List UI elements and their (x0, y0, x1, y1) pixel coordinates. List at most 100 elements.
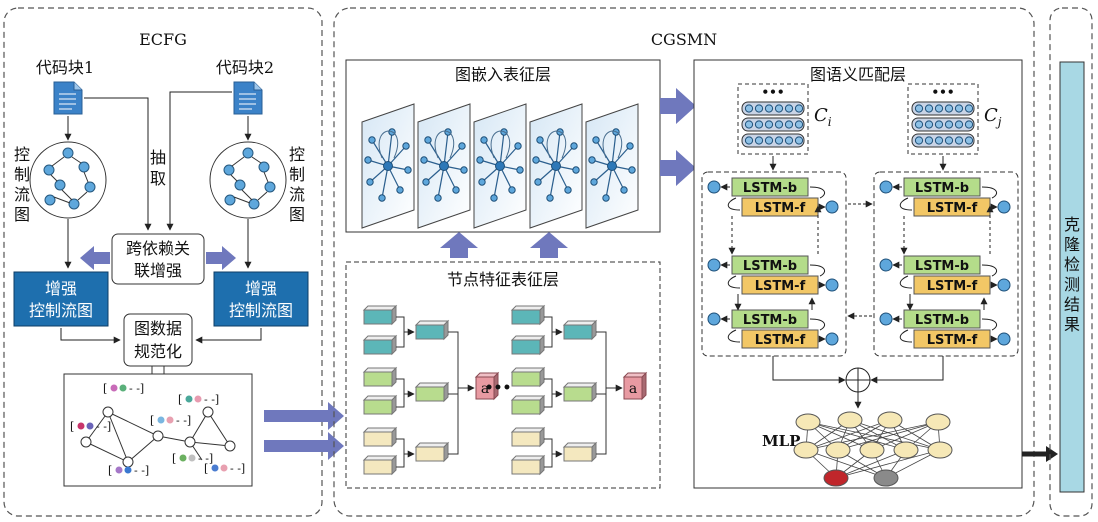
svg-text:控制流图: 控制流图 (29, 301, 93, 320)
hidden-state-node (707, 312, 721, 326)
ci-token-box: ••• (737, 83, 809, 155)
lstm-f-cell: LSTM-f (741, 329, 819, 349)
ecfg-panel (3, 7, 323, 517)
svg-text:规范化: 规范化 (134, 342, 182, 361)
feature-cube (510, 334, 546, 356)
hidden-state-node (707, 180, 721, 194)
svg-text:LSTM-f: LSTM-f (755, 201, 806, 216)
enhanced-cfg-left (13, 271, 109, 327)
svg-text:[: [ (108, 464, 112, 477)
lstm-group-left (701, 171, 847, 357)
feature-cube (414, 441, 450, 463)
mlp-network (793, 411, 953, 487)
feature-cube (562, 319, 598, 341)
node-feature-layer (345, 261, 661, 489)
normalized-graph: [- -] [- -] [- -] [- -] [- -] [- -] [- -… (63, 373, 253, 487)
svg-text:[: [ (178, 393, 182, 406)
lstm-b-cell: LSTM-b (903, 309, 981, 329)
svg-text:流: 流 (289, 185, 305, 204)
feature-cube (362, 304, 398, 326)
graph-embedding-panels (361, 103, 639, 229)
svg-text:LSTM-f: LSTM-f (927, 333, 978, 348)
block-arrow-to-semantic (660, 88, 696, 124)
feature-cube (510, 454, 546, 476)
svg-text:[: [ (103, 382, 107, 395)
svg-text:抽: 抽 (150, 148, 166, 167)
lstm-f-cell: LSTM-f (741, 275, 819, 295)
lstm-b-cell: LSTM-b (731, 309, 809, 329)
lstm-b-cell: LSTM-b (731, 177, 809, 197)
code-block-1-label: 代码块1 (36, 58, 94, 77)
feature-cube (414, 381, 450, 403)
block-arrow-to-semantic (660, 150, 696, 186)
svg-text:LSTM-b: LSTM-b (915, 259, 969, 274)
lstm-f-cell: LSTM-f (741, 197, 819, 217)
feature-cube (510, 366, 546, 388)
aggregate-node: a (474, 371, 500, 401)
hidden-state-node (997, 332, 1011, 346)
hidden-state-node (825, 278, 839, 292)
code-block-2-label: 代码块2 (216, 58, 274, 77)
feature-cube (362, 454, 398, 476)
embedding-panel (473, 103, 527, 229)
svg-text:LSTM-b: LSTM-b (743, 259, 797, 274)
feature-cube (510, 426, 546, 448)
svg-text:取: 取 (150, 169, 166, 188)
lstm-b-cell: LSTM-b (731, 255, 809, 275)
cfg-left-vertical-label: 控 制 流 图 (14, 145, 30, 224)
hidden-state-node (879, 312, 893, 326)
svg-text:结: 结 (1064, 295, 1080, 314)
embedding-panel (585, 103, 639, 229)
semantic-matching-title: 图语义匹配层 (810, 65, 906, 84)
enhanced-cfg-right (213, 271, 309, 327)
graph-normalize-box (123, 313, 193, 367)
svg-text:[: [ (70, 420, 74, 433)
ci-label: Ci (814, 105, 832, 129)
svg-text:制: 制 (289, 165, 305, 184)
aggregate-node: a (622, 371, 648, 401)
cross-dependency-enhance-box (111, 233, 205, 285)
svg-text:克: 克 (1064, 215, 1080, 234)
svg-text:LSTM-f: LSTM-f (755, 279, 806, 294)
svg-text:图: 图 (289, 205, 305, 224)
cfg-right-vertical-label: 控 制 流 图 (289, 145, 305, 224)
block-arrow-up (440, 232, 478, 258)
mlp-label: MLP (762, 432, 800, 450)
svg-text:检: 检 (1064, 255, 1080, 274)
cj-label: Cj (984, 105, 1002, 129)
node-feature-title: 节点特征表征层 (447, 270, 559, 289)
cgsmn-title: CGSMN (651, 30, 717, 49)
svg-text:控制流图: 控制流图 (229, 301, 293, 320)
svg-text:图数据: 图数据 (134, 319, 182, 338)
hidden-state-node (879, 180, 893, 194)
hidden-state-node (825, 332, 839, 346)
block-arrow-left (80, 246, 110, 270)
embedding-panel (417, 103, 471, 229)
feature-cube (362, 426, 398, 448)
lstm-b-cell: LSTM-b (903, 255, 981, 275)
svg-text:跨依赖关: 跨依赖关 (126, 239, 190, 258)
node-feature-ellipsis: ••• (485, 380, 512, 396)
svg-text:- -]: - -] (176, 414, 191, 427)
svg-text:- -]: - -] (129, 382, 144, 395)
svg-text:- -]: - -] (96, 420, 111, 433)
svg-text:图: 图 (14, 205, 30, 224)
svg-text:LSTM-b: LSTM-b (743, 181, 797, 196)
svg-text:LSTM-f: LSTM-f (927, 201, 978, 216)
lstm-f-cell: LSTM-f (913, 197, 991, 217)
block-arrow-to-node-feature (264, 402, 344, 430)
lstm-f-cell: LSTM-f (913, 275, 991, 295)
feature-cube (362, 334, 398, 356)
feature-cube (510, 394, 546, 416)
svg-text:- -]: - -] (204, 393, 219, 406)
svg-text:果: 果 (1064, 315, 1080, 334)
feature-cube (414, 319, 450, 341)
block-arrow-to-node-feature (264, 432, 344, 460)
svg-text:控: 控 (14, 145, 30, 164)
aggregate-node-label: a (629, 381, 637, 397)
control-flow-graph-right (209, 141, 287, 219)
